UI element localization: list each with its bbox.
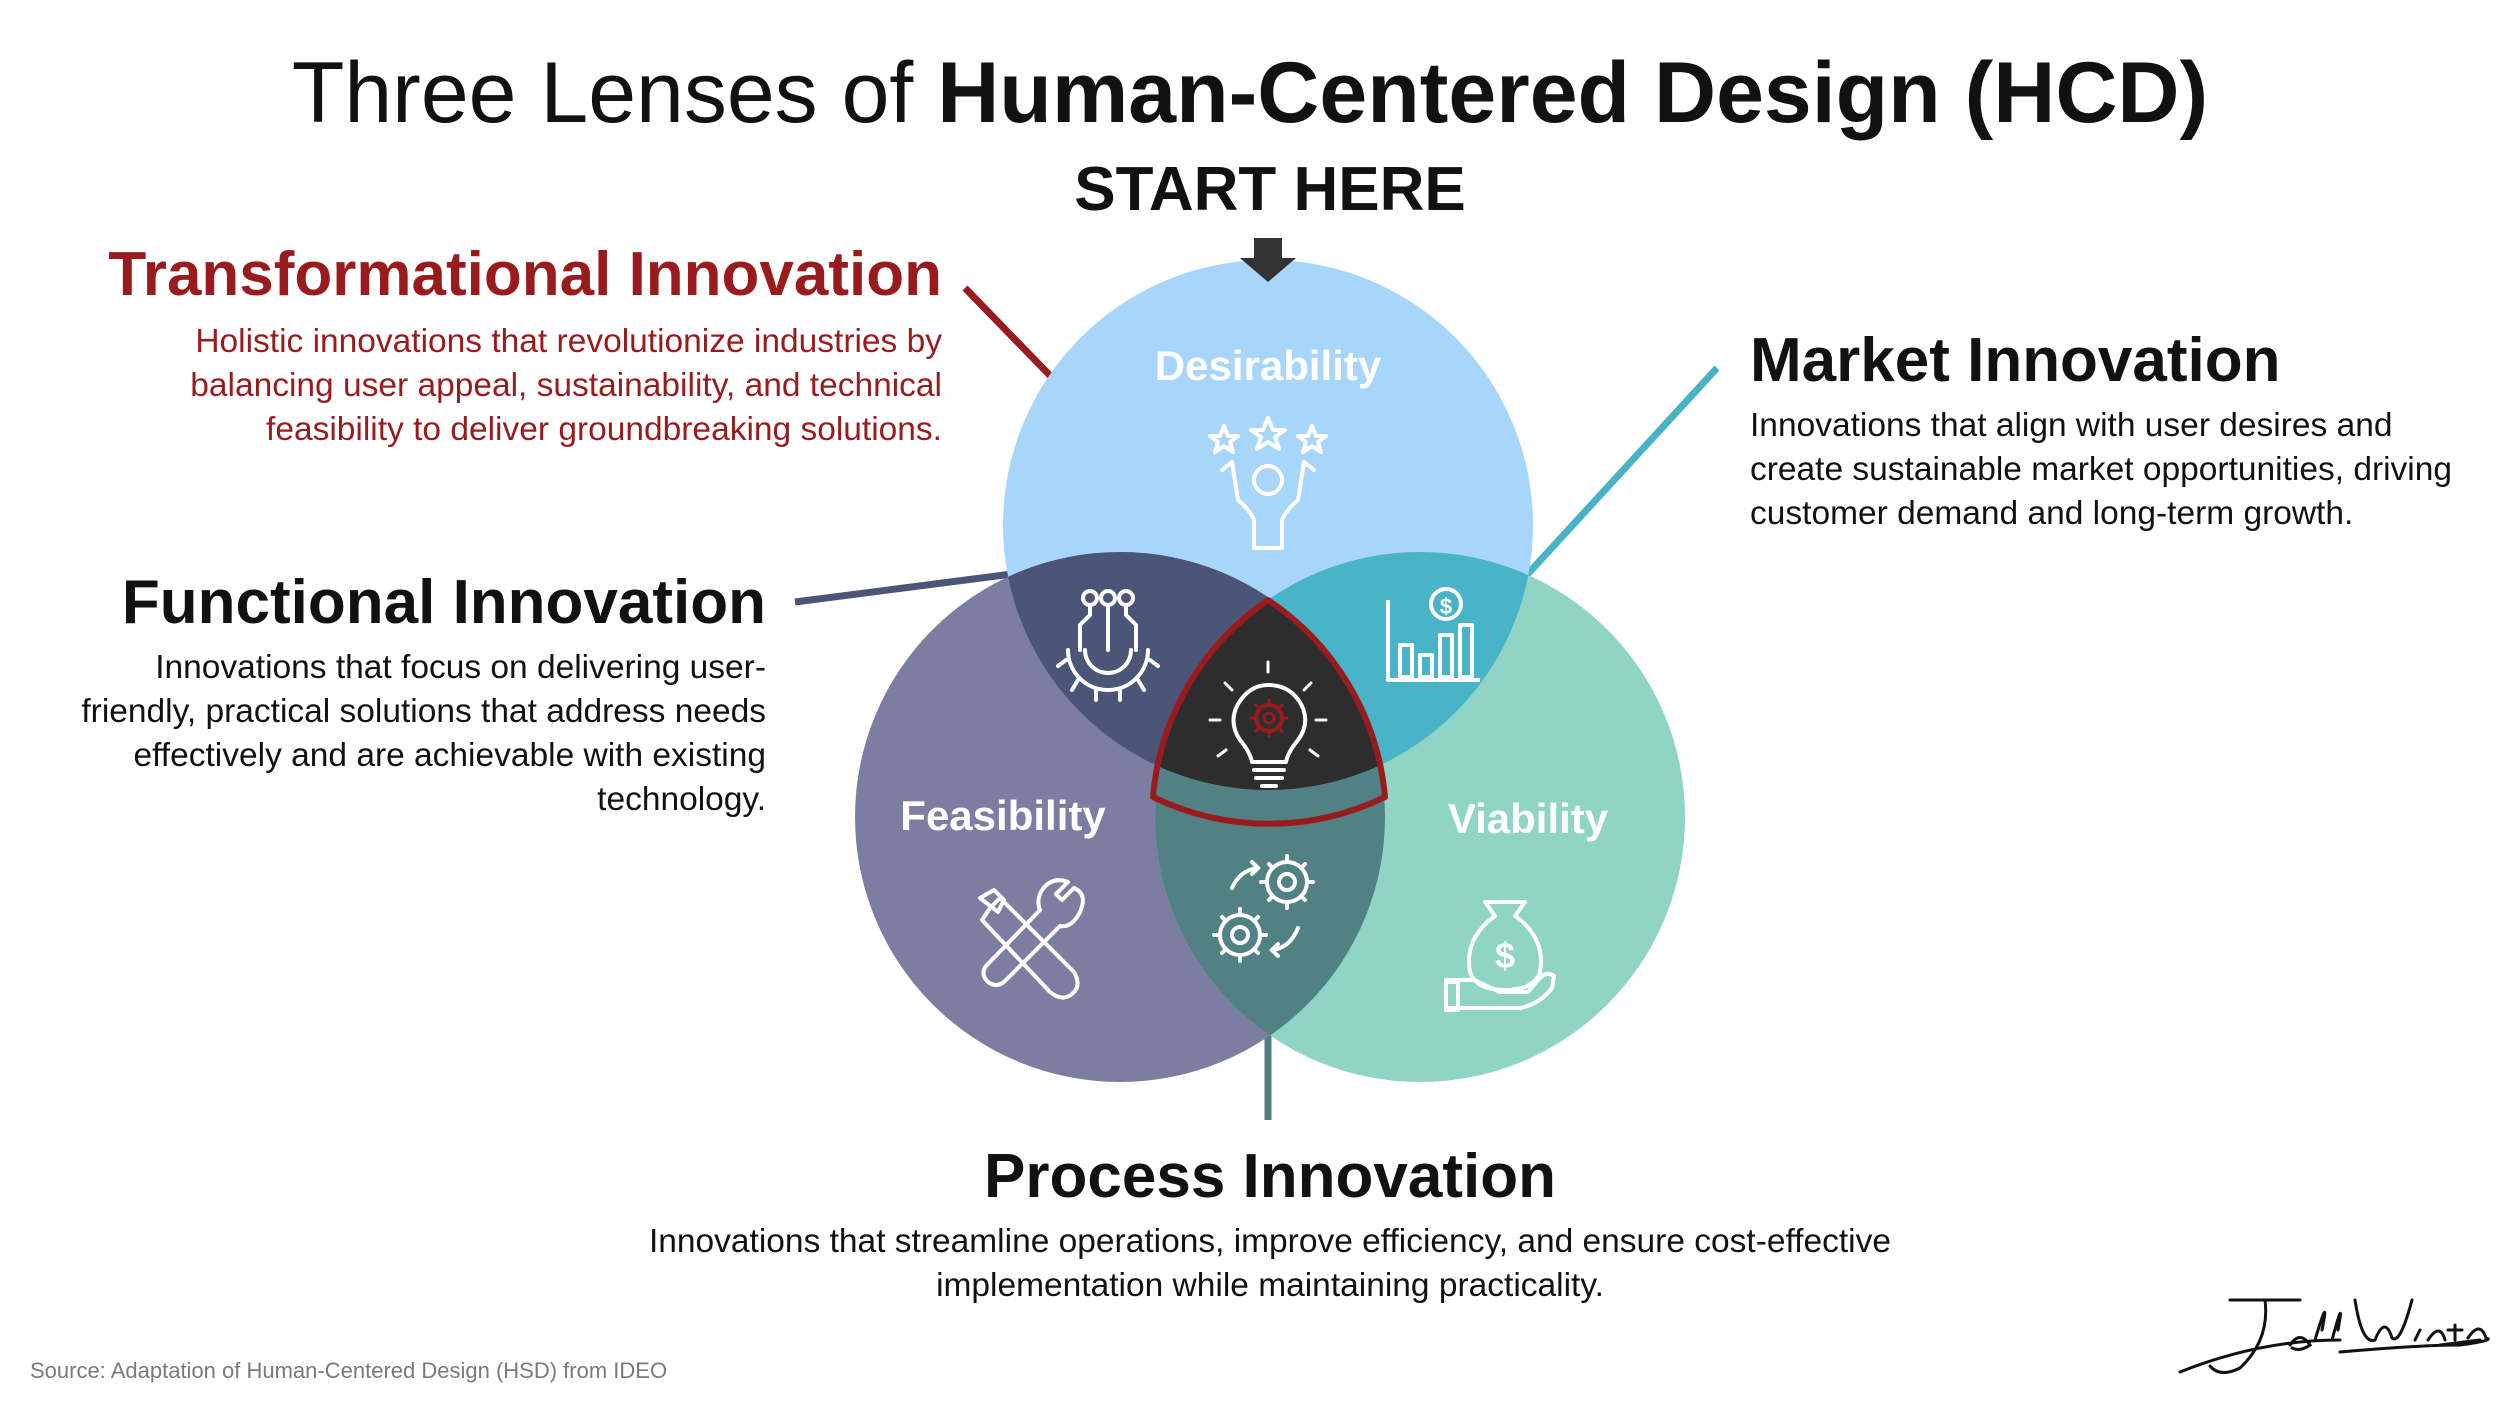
start-here-arrow-icon	[1240, 238, 1296, 282]
process-description: Innovations that streamline operations, …	[648, 1223, 1892, 1304]
title-prefix: Three Lenses of	[291, 45, 914, 141]
circuit-gear-icon	[1056, 589, 1160, 702]
market-description: Innovations that align with user desires…	[1750, 407, 2453, 532]
process-title: Process Innovation	[984, 1142, 1556, 1211]
source-note: Source: Adaptation of Human-Centered Des…	[30, 1358, 668, 1383]
lightbulb-gear-icon	[1208, 660, 1328, 788]
functional-description: Innovations that focus on delivering use…	[81, 649, 766, 818]
desirability-label: Desirability	[1155, 342, 1382, 389]
functional-leader-line	[794, 570, 1013, 606]
signature-icon	[2178, 1298, 2490, 1374]
transformational-title: Transformational Innovation	[108, 240, 942, 309]
viability-label: Viability	[1448, 795, 1609, 842]
market-title: Market Innovation	[1750, 326, 2281, 395]
money-bag-hand-icon: $	[1444, 900, 1556, 1012]
svg-text:$: $	[1495, 935, 1515, 976]
transformational-description: Holistic innovations that revolutionize …	[190, 323, 942, 448]
title-bold: Human-Centered Design (HCD)	[937, 45, 2209, 141]
center-overlap	[1155, 552, 1385, 790]
market-leader-line	[1522, 365, 1720, 580]
wrench-screwdriver-icon	[978, 878, 1085, 1000]
functional-title: Functional Innovation	[121, 568, 766, 637]
start-here-label: START HERE	[1074, 155, 1466, 224]
center-outline	[1150, 597, 1388, 827]
gears-cycle-icon	[1212, 854, 1315, 963]
stars-person-icon	[1208, 416, 1328, 550]
page-title: Three Lenses of Human-Centered Design (H…	[0, 38, 2500, 148]
svg-text:$: $	[1440, 594, 1452, 619]
bar-chart-dollar-icon: $	[1386, 587, 1480, 682]
feasibility-label: Feasibility	[900, 792, 1106, 839]
